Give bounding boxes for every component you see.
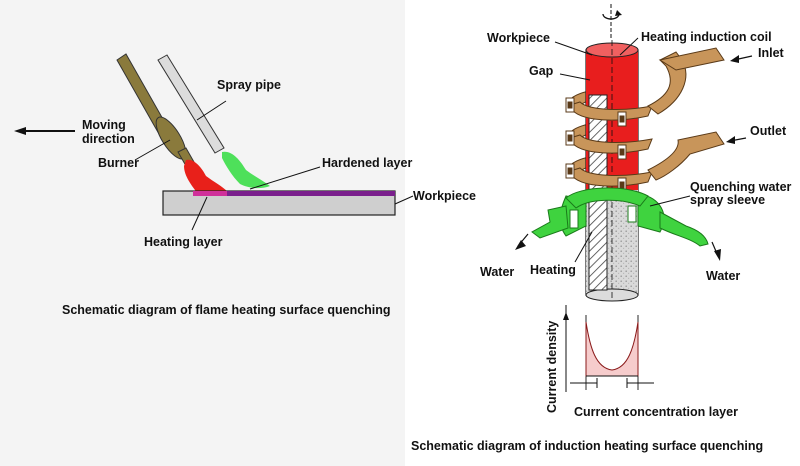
label-heating: Heating xyxy=(530,263,576,277)
label-workpiece-right: Workpiece xyxy=(487,31,550,45)
label-current-concentration-layer: Current concentration layer xyxy=(574,405,738,419)
hardened-layer xyxy=(226,191,395,196)
quenching-spray-sleeve xyxy=(531,187,709,247)
rotation-arrow-icon xyxy=(602,4,622,40)
flame xyxy=(184,159,228,194)
label-hardened-layer: Hardened layer xyxy=(322,156,412,170)
water-jet xyxy=(222,151,270,189)
label-water-left: Water xyxy=(480,265,514,279)
layer-dimension-arrows xyxy=(570,378,654,388)
flame-leaders xyxy=(134,139,414,231)
caption-induction: Schematic diagram of induction heating s… xyxy=(411,439,763,453)
current-density-curve xyxy=(585,321,639,377)
current-density-axis-arrow xyxy=(563,312,569,320)
flame-panel-background xyxy=(0,0,405,466)
label-water-right: Water xyxy=(706,269,740,283)
induction-coil-front xyxy=(569,47,725,187)
label-heating-layer: Heating layer xyxy=(144,235,223,249)
label-moving-direction-1: Moving xyxy=(82,118,126,132)
current-density-graph xyxy=(563,305,654,392)
water-arrow-left xyxy=(515,233,529,250)
burner xyxy=(116,53,195,167)
label-current-density: Current density xyxy=(545,321,559,413)
spray-pipe xyxy=(157,54,227,154)
outlet-arrow xyxy=(726,136,747,144)
label-inlet: Inlet xyxy=(758,46,785,60)
label-outlet: Outlet xyxy=(750,124,787,138)
heating-layer xyxy=(193,191,227,196)
induction-diagram: Workpiece Heating induction coil Inlet G… xyxy=(411,4,792,453)
caption-flame: Schematic diagram of flame heating surfa… xyxy=(62,303,391,317)
label-quenching-water-2: spray sleeve xyxy=(690,193,765,207)
label-gap: Gap xyxy=(529,64,554,78)
moving-direction-arrow xyxy=(14,127,75,135)
label-moving-direction-2: direction xyxy=(82,132,135,146)
label-burner: Burner xyxy=(98,156,139,170)
label-quenching-water-1: Quenching water xyxy=(690,180,792,194)
induction-workpiece xyxy=(585,40,639,302)
inlet-arrow xyxy=(730,55,753,63)
flame-diagram: Moving direction Burner Spray pipe Harde… xyxy=(14,53,476,317)
coil-terminals xyxy=(565,97,627,193)
water-arrow-right xyxy=(711,241,721,261)
label-spray-pipe: Spray pipe xyxy=(217,78,281,92)
induction-leaders xyxy=(554,37,691,263)
label-workpiece-left: Workpiece xyxy=(413,189,476,203)
label-heating-induction-coil: Heating induction coil xyxy=(641,30,772,44)
